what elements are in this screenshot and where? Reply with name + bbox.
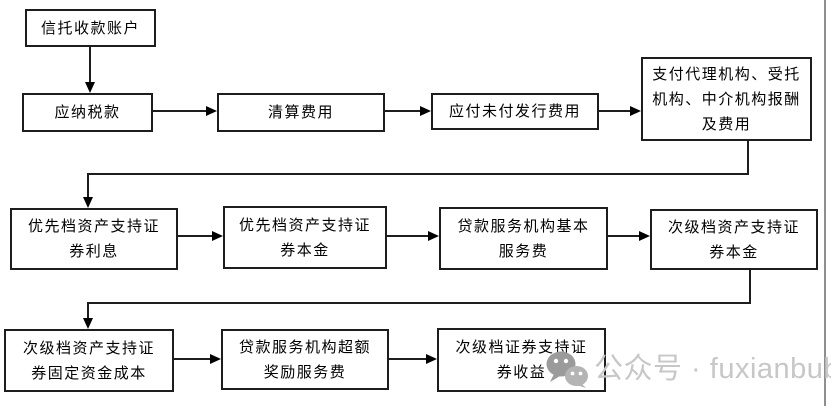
node-subordinate-securities-income: 次级档证券支持证 券收益 xyxy=(437,328,606,392)
connector-incentive-to-income xyxy=(389,358,426,360)
connector-servicer-fee-to-sub-principal xyxy=(608,235,639,237)
connector-issuance-to-agency xyxy=(599,110,630,112)
arrow-right-icon xyxy=(206,106,217,116)
arrow-right-icon xyxy=(420,106,431,116)
node-subordinate-abs-fixed-funding-cost: 次级档资产支持证 券固定资金成本 xyxy=(4,329,174,392)
connector-principal-to-servicer-fee xyxy=(387,235,428,237)
arrow-down-icon xyxy=(85,82,95,93)
connector-sub-principal-to-fixed-cost xyxy=(749,270,751,304)
arrow-right-icon xyxy=(630,106,641,116)
node-liquidation-expenses: 清算费用 xyxy=(217,93,385,132)
connector-sub-principal-to-fixed-cost xyxy=(87,302,89,318)
node-taxes-payable: 应纳税款 xyxy=(22,93,153,132)
connector-agency-to-senior-interest xyxy=(87,173,89,197)
node-senior-abs-principal: 优先档资产支持证 券本金 xyxy=(223,206,387,269)
arrow-right-icon xyxy=(210,354,221,364)
node-agency-trustee-intermediary-fees: 支付代理机构、受托 机构、中介机构报酬 及费用 xyxy=(641,57,812,141)
node-senior-abs-interest: 优先档资产支持证 券利息 xyxy=(10,208,178,270)
watermark: 公众号 · fuxianbubin xyxy=(546,350,831,388)
watermark-text: 公众号 · fuxianbubin xyxy=(594,353,831,385)
arrow-right-icon xyxy=(428,231,439,241)
arrow-right-icon xyxy=(212,231,223,241)
node-unpaid-issuance-expenses: 应付未付发行费用 xyxy=(431,93,599,130)
node-loan-servicer-excess-incentive-fee: 贷款服务机构超额 奖励服务费 xyxy=(221,329,389,390)
connector-agency-to-senior-interest xyxy=(87,173,749,175)
arrow-right-icon xyxy=(426,354,437,364)
connector-sub-principal-to-fixed-cost xyxy=(87,302,751,304)
arrow-down-icon xyxy=(83,318,93,329)
node-trust-collection-account: 信托收款账户 xyxy=(25,9,156,47)
connector-trust-to-taxes xyxy=(89,47,91,83)
arrow-right-icon xyxy=(639,231,650,241)
connector-agency-to-senior-interest xyxy=(747,141,749,174)
connector-taxes-to-liquidation xyxy=(153,110,206,112)
page-edge-line xyxy=(824,0,826,406)
connector-liquidation-to-issuance xyxy=(385,110,420,112)
connector-fixed-cost-to-incentive xyxy=(174,358,210,360)
connector-interest-to-principal xyxy=(178,235,212,237)
wechat-icon xyxy=(546,351,588,388)
arrow-down-icon xyxy=(83,197,93,208)
node-loan-servicer-base-fee: 贷款服务机构基本 服务费 xyxy=(439,207,608,270)
node-subordinate-abs-principal: 次级档资产支持证 券本金 xyxy=(650,209,818,270)
